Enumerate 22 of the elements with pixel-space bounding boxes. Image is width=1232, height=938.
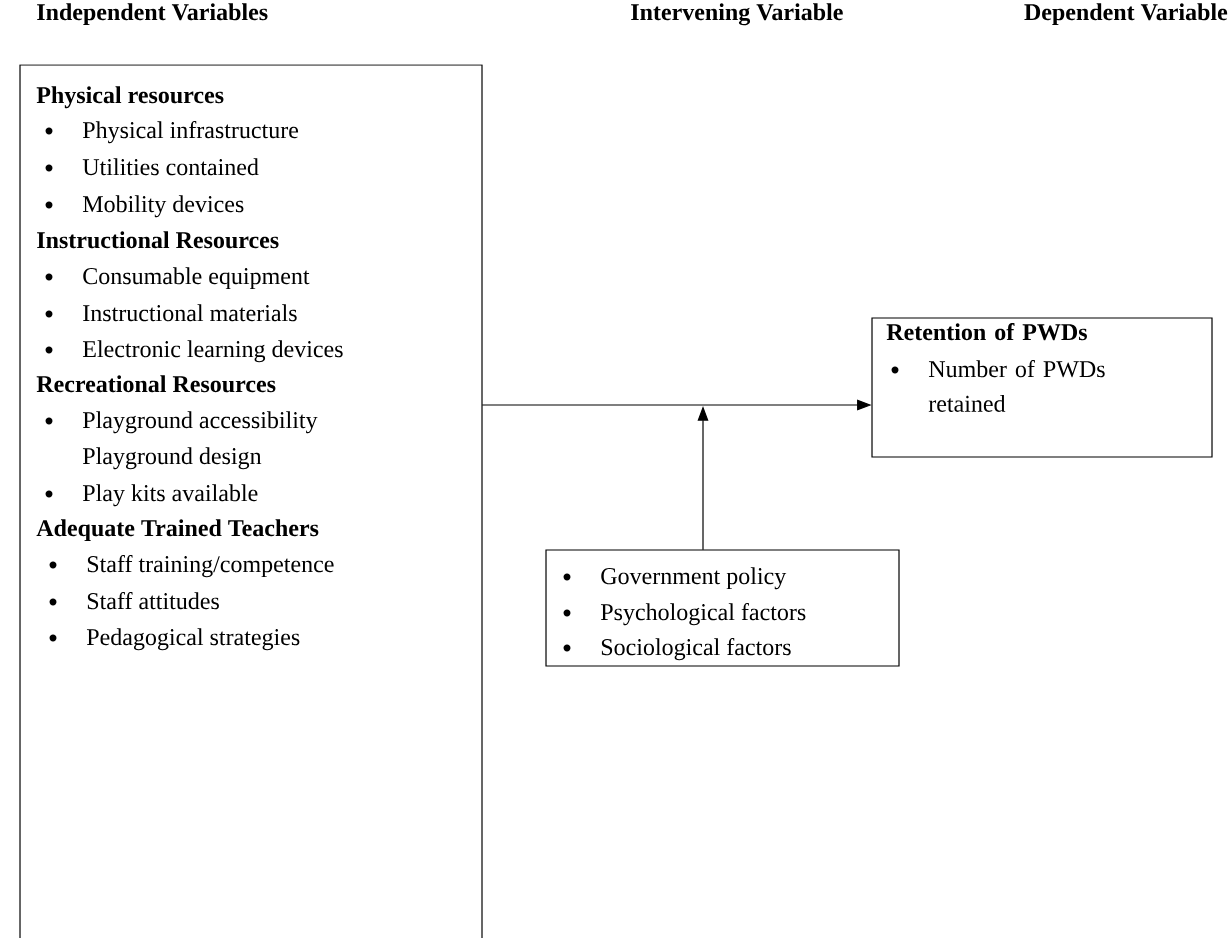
variable-box: Government policy Psychological factors Sociological factors (545, 549, 900, 667)
variable-box: Physical resources Physical infrastructure Utilities contained Mobility devices Instructional Resources Consumable equipment Instructional materials Electronic learning devices Recreational Resources Playground accessibility Playground design Play kits available Adequate Trained Teachers Staff training/competence Staff attitudes Pedagogical strategies (19, 64, 483, 938)
node-label: Instructional Resources (37, 231, 279, 249)
node-label: Adequate Trained Teachers (36, 519, 319, 542)
node-label: Utilities contained (82, 158, 259, 176)
node-label: Electronic learning devices (82, 340, 343, 363)
node-label: Playground accessibility (82, 411, 318, 434)
column-heading: Independent Variables (37, 3, 268, 26)
column-heading: Dependent Variable (1024, 3, 1228, 26)
variable-box: Retention of PWDs Number of PWDs retained (871, 317, 1213, 458)
node-label: Staff training/competence (87, 555, 334, 578)
node-label: Mobility devices (82, 195, 244, 218)
node-label: Pedagogical strategies (86, 628, 300, 651)
column-heading: Intervening Variable (631, 3, 843, 26)
node-label: Instructional materials (83, 304, 297, 322)
node-label: Staff attitudes (87, 592, 219, 610)
node-label: Play kits available (82, 484, 258, 507)
node-label: Recreational Resources (36, 375, 276, 393)
node-label: Consumable equipment (83, 267, 310, 290)
node-label: Playground design (82, 447, 262, 470)
node-label: Physical infrastructure (82, 121, 299, 144)
node-label: Physical resources (36, 86, 224, 109)
